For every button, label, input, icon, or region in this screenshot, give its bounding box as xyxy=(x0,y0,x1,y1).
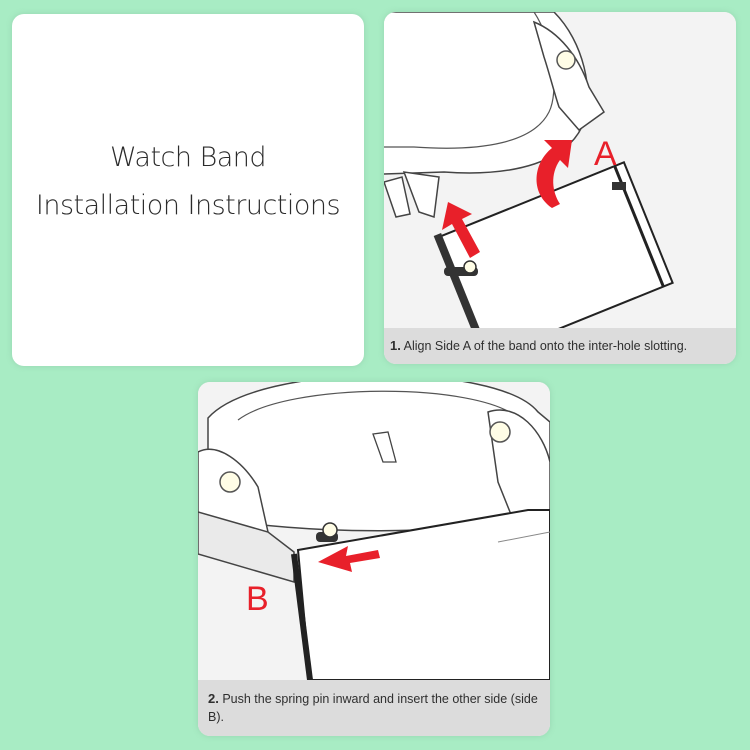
step1-marker: A xyxy=(594,135,617,173)
title-card: Watch Band Installation Instructions xyxy=(12,14,364,366)
watch-case-shape xyxy=(384,12,589,175)
step2-card: B 2. Push the spring pin inward and inse… xyxy=(198,382,550,736)
step2-caption-bar: 2. Push the spring pin inward and insert… xyxy=(198,680,550,736)
title-line-1: Watch Band xyxy=(109,142,267,173)
lug-hole-shape xyxy=(556,50,576,70)
step1-card: A 1. Align Side A of the band onto the i… xyxy=(384,12,736,364)
step2-illustration: B xyxy=(198,382,550,680)
band-shape xyxy=(433,161,674,328)
watch-lug-shape xyxy=(532,20,605,132)
title-line-2: Installation Instructions xyxy=(35,190,341,221)
step2-number: 2. xyxy=(208,691,219,706)
red-arrow-icon xyxy=(318,546,380,572)
step2-marker: B xyxy=(246,580,269,618)
step1-caption-bar: 1. Align Side A of the band onto the int… xyxy=(384,328,736,364)
step1-number: 1. xyxy=(390,338,401,353)
red-arrow-icon xyxy=(442,140,572,258)
step1-caption-text: Align Side A of the band onto the inter-… xyxy=(400,339,688,353)
step2-caption-text: Push the spring pin inward and insert th… xyxy=(208,692,538,724)
step1-illustration: A xyxy=(384,12,736,328)
band-shape xyxy=(291,509,550,680)
